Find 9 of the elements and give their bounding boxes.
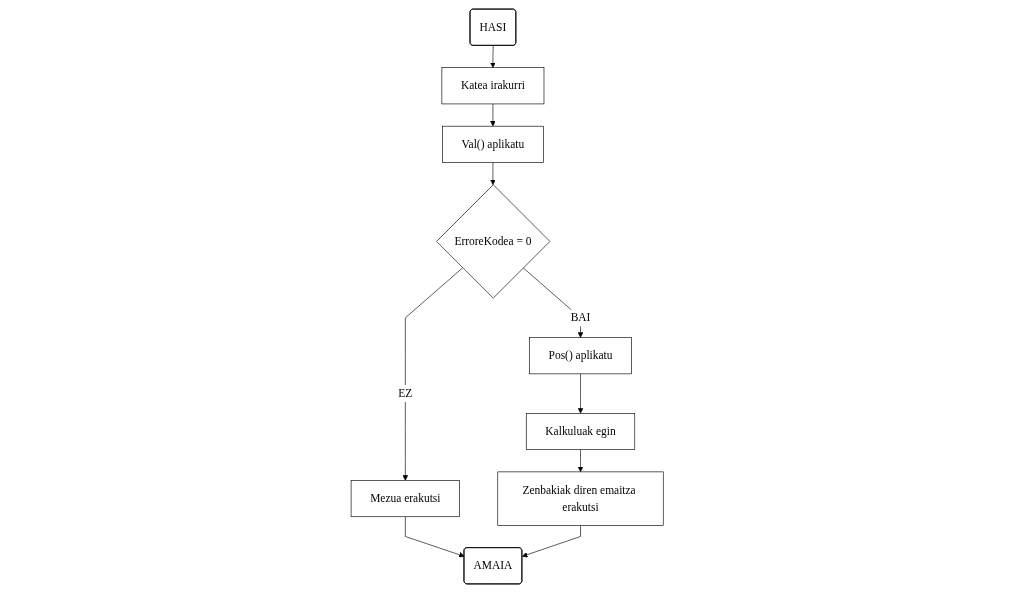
node-diamond: ErroreKodea = 0 <box>436 184 551 299</box>
node-box: Katea irakurri <box>441 67 545 105</box>
node-box: Zenbakiak diren emaitza erakutsi <box>497 471 664 526</box>
node-box: Mezua erakutsi <box>351 480 461 518</box>
node-box: Pos() aplikatu <box>529 337 633 375</box>
node-box: Val() aplikatu <box>442 125 544 163</box>
edge-label: EZ <box>398 386 413 400</box>
edge-label: BAI <box>570 311 591 324</box>
node-box: Kalkuluak egin <box>526 413 636 450</box>
